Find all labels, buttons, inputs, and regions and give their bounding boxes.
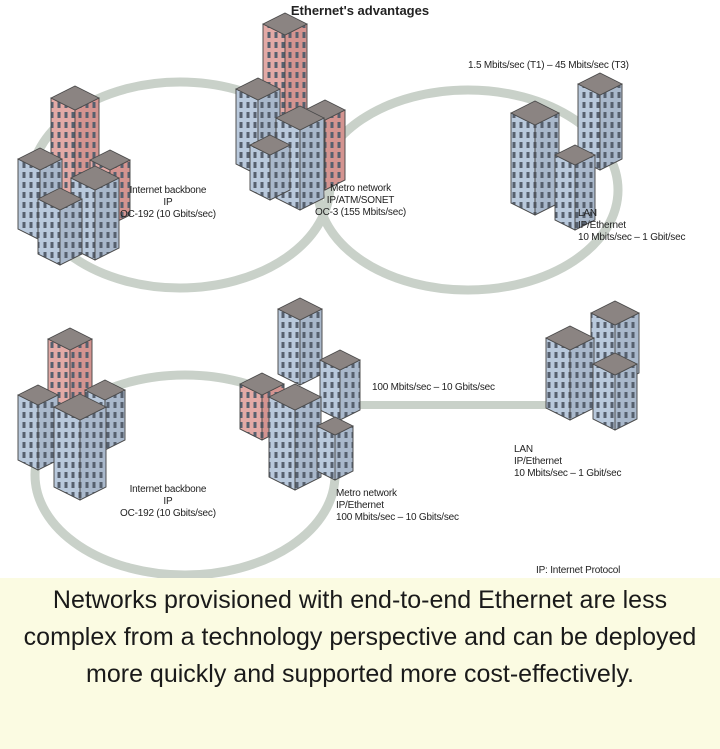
label-line: Internet backbone [129, 484, 207, 495]
label-line: LAN [514, 444, 533, 455]
label-line: 10 Mbits/sec – 1 Gbit/sec [578, 232, 686, 243]
label-line: OC-3 (155 Mbits/sec) [315, 207, 407, 218]
network-diagram [17, 12, 640, 580]
building-icon [554, 144, 596, 231]
label-line: IP/Ethernet [578, 220, 626, 231]
label-line: OC-192 (10 Gbits/sec) [120, 209, 216, 220]
diagram-title: Ethernet's advantages [290, 3, 430, 18]
bottom-lan-label: LAN IP/Ethernet 10 Mbits/sec – 1 Gbit/se… [514, 444, 621, 480]
label-line: IP/ATM/SONET [326, 195, 395, 206]
building-icon [592, 352, 638, 431]
building-icon [577, 72, 623, 171]
bottom-link-label: 100 Mbits/sec – 10 Gbits/sec [372, 382, 495, 393]
label-line: Metro network [336, 488, 397, 499]
label-line: IP/Ethernet [336, 500, 384, 511]
label-line: IP/Ethernet [514, 456, 562, 467]
building-icon [249, 134, 291, 201]
building-icon [319, 349, 361, 421]
label-line: IP [163, 197, 173, 208]
caption-panel: Networks provisioned with end-to-end Eth… [0, 578, 720, 749]
label-line: 100 Mbits/sec – 10 Gbits/sec [336, 512, 459, 523]
label-line: IP [163, 496, 173, 507]
building-icon [545, 325, 595, 421]
bottom-backbone-label: Internet backbone IP OC-192 (10 Gbits/se… [120, 484, 216, 520]
top-lan-label: LAN IP/Ethernet 10 Mbits/sec – 1 Gbit/se… [578, 208, 685, 244]
building-icon [53, 393, 107, 501]
label-line: Metro network [330, 183, 391, 194]
caption-text: Networks provisioned with end-to-end Eth… [23, 586, 697, 688]
building-icon [510, 100, 560, 216]
bottom-metro-label: Metro network IP/Ethernet 100 Mbits/sec … [336, 488, 459, 524]
label-line: OC-192 (10 Gbits/sec) [120, 508, 216, 519]
building-icon [17, 384, 59, 471]
building-icon [268, 383, 322, 491]
top-backbone-label: Internet backbone IP OC-192 (10 Gbits/se… [120, 185, 216, 221]
building-icon [50, 85, 100, 201]
building-icon [316, 416, 354, 481]
footnote: IP: Internet Protocol [536, 565, 621, 576]
label-line: 10 Mbits/sec – 1 Gbit/sec [514, 468, 622, 479]
label-line: LAN [578, 208, 597, 219]
top-link-label: 1.5 Mbits/sec (T1) – 45 Mbits/sec (T3) [468, 60, 629, 71]
label-line: Internet backbone [129, 185, 207, 196]
top-metro-label: Metro network IP/ATM/SONET OC-3 (155 Mbi… [315, 183, 406, 219]
building-icon [37, 187, 83, 266]
building-icon [277, 297, 323, 386]
